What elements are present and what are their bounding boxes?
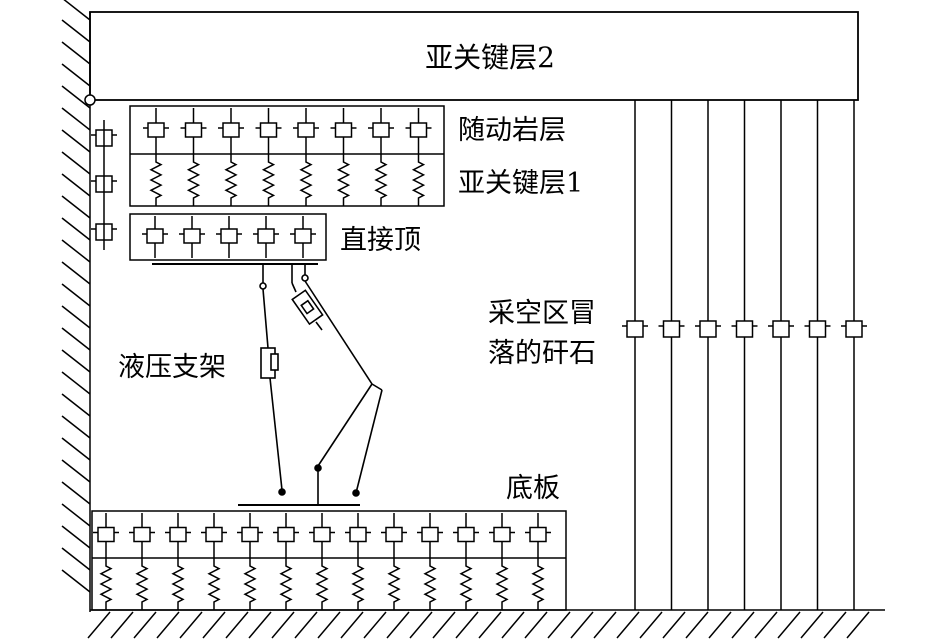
sub-key-1-spring: [374, 154, 388, 206]
wall-damper: [91, 175, 117, 193]
floor-layer: 底板: [91, 473, 567, 611]
gangue-column-elements: [622, 100, 867, 610]
immediate-roof-dampers: [142, 216, 316, 258]
immediate-roof-damper: [179, 216, 205, 258]
gangue-column: [804, 100, 831, 610]
floor-damper: [201, 513, 227, 558]
immediate-roof-damper: [290, 216, 316, 258]
gangue-column: [658, 100, 685, 610]
floor-damper: [93, 513, 119, 558]
floor-spring: [99, 558, 113, 610]
following-damper: [255, 108, 282, 154]
wall-damper: [91, 129, 117, 147]
sub-key-1-spring: [149, 154, 163, 206]
floor-spring: [135, 558, 149, 610]
immediate-roof-damper: [216, 216, 242, 258]
hinge-joint: [84, 94, 96, 106]
left-fixed-wall: [61, 0, 91, 612]
floor-damper: [525, 513, 551, 558]
floor-damper: [417, 513, 443, 558]
floor-spring: [459, 558, 473, 610]
floor-damper: [345, 513, 371, 558]
floor-spring: [207, 558, 221, 610]
floor-label: 底板: [506, 473, 560, 504]
floor-spring: [423, 558, 437, 610]
floor-damper: [129, 513, 155, 558]
following-damper: [218, 108, 244, 154]
following-damper: [293, 108, 319, 154]
floor-damper: [489, 513, 515, 558]
following-damper: [405, 108, 432, 154]
floor-dampers: [93, 513, 551, 558]
sub-key-layer-1-springs: [149, 154, 426, 206]
floor-damper: [309, 513, 335, 558]
floor-damper: [453, 513, 479, 558]
floor-spring: [171, 558, 185, 610]
floor-spring: [495, 558, 509, 610]
caved-gangue-label-line1: 采空区冒: [488, 298, 596, 329]
sub-key-1-spring: [186, 154, 201, 206]
gangue-column: [731, 100, 758, 610]
floor-spring: [387, 558, 401, 610]
sub-key-1-spring: [411, 154, 426, 206]
floor-spring: [243, 558, 257, 610]
following-rock-layer: 随动岩层 亚关键层1: [129, 105, 583, 207]
sub-key-1-spring: [336, 154, 351, 206]
immediate-roof-damper: [142, 216, 168, 258]
floor-spring: [531, 558, 545, 610]
wall-damper: [91, 223, 117, 241]
floor-spring: [351, 558, 365, 610]
following-damper: [143, 108, 169, 154]
gangue-column: [622, 100, 648, 610]
sub-key-1-spring: [224, 154, 238, 206]
floor-damper: [237, 513, 263, 558]
gangue-column: [695, 100, 721, 610]
floor-damper: [381, 513, 407, 558]
floor-springs: [99, 558, 545, 610]
sub-key-layer-1-label: 亚关键层1: [458, 168, 583, 199]
gangue-column: [841, 100, 867, 610]
sub-key-layer-2-label: 亚关键层2: [425, 41, 555, 74]
following-layer-dampers: [143, 108, 432, 154]
hydraulic-support-label: 液压支架: [118, 352, 226, 383]
following-rock-layer-label: 随动岩层: [458, 115, 566, 146]
immediate-roof-label: 直接顶: [340, 225, 421, 256]
sub-key-1-spring: [299, 154, 313, 206]
floor-spring: [315, 558, 329, 610]
wall-contact-dampers: [91, 120, 117, 250]
floor-spring: [279, 558, 293, 610]
ground-base: [87, 609, 885, 639]
following-damper: [330, 108, 357, 154]
caved-gangue-label-line2: 落的矸石: [488, 338, 596, 369]
floor-damper: [273, 513, 299, 558]
caved-gangue: 采空区冒 落的矸石: [488, 100, 867, 610]
floor-damper: [165, 513, 191, 558]
immediate-roof-damper: [253, 216, 279, 258]
immediate-roof: 直接顶: [129, 213, 421, 261]
following-damper: [368, 108, 394, 154]
gangue-column: [768, 100, 794, 610]
sub-key-layer-2: 亚关键层2: [89, 11, 859, 101]
following-damper: [180, 108, 207, 154]
hydraulic-support: 液压支架: [118, 263, 383, 506]
sub-key-1-spring: [261, 154, 276, 206]
